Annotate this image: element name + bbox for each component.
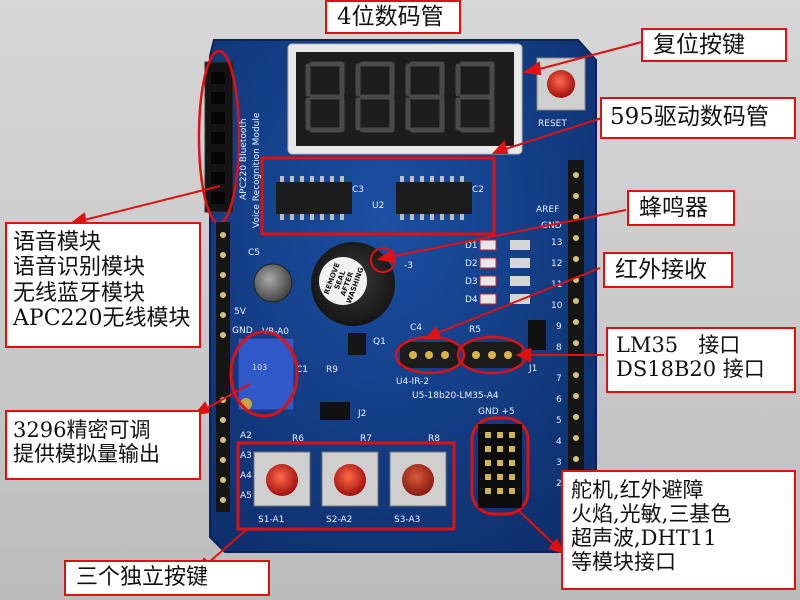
silk-r5: R5	[469, 325, 481, 335]
silk-p12: 12	[551, 259, 562, 269]
callout-display-title: 4位数码管	[325, 0, 461, 34]
callout-pot-line1: 3296精密可调	[13, 418, 151, 442]
silk-gnd: GND	[541, 221, 562, 231]
silk-s3: S3-A3	[394, 515, 420, 525]
silk-c3: C3	[352, 185, 364, 195]
silk-p8: 8	[556, 343, 562, 353]
pot-marking: 103	[252, 363, 267, 372]
callout-servo-line1: 舵机,红外避障	[571, 478, 704, 502]
silk-c5: C5	[248, 248, 260, 258]
reset-button-component	[536, 57, 586, 111]
silk-voice: Voice Recognition Module	[252, 112, 262, 228]
callout-servo: 舵机,红外避障 火焰,光敏,三基色 超声波,DHT11 等模块接口	[561, 470, 796, 590]
silk-r8: R8	[428, 434, 440, 444]
callout-ir: 红外接收	[603, 252, 733, 288]
callout-voice-line2: 语音识别模块	[13, 255, 146, 281]
transistor-q1	[348, 333, 366, 355]
jumper-j2	[320, 402, 350, 420]
callout-reset: 复位按键	[641, 28, 787, 62]
sensor-sockets	[400, 342, 521, 368]
right-pin-header	[568, 160, 584, 535]
callout-keys: 三个独立按键	[64, 560, 270, 596]
callout-pot: 3296精密可调 提供模拟量输出	[5, 410, 201, 480]
silk-j2: J2	[357, 409, 366, 419]
silk-q1: Q1	[373, 337, 386, 347]
callout-display-title-text: 4位数码管	[337, 4, 444, 30]
silk-p10: 10	[551, 301, 563, 311]
silk-d4: D4	[465, 295, 478, 305]
silk-a4: A4	[240, 471, 252, 481]
shift-register-chips	[260, 156, 496, 236]
silk-c4: C4	[410, 323, 422, 333]
callout-servo-line2: 火焰,光敏,三基色	[571, 502, 732, 527]
silk-r7: R7	[360, 434, 372, 444]
silk-a5: A5	[240, 491, 252, 501]
callout-sensor-port: LM35 接口 DS18B20 接口	[606, 327, 796, 393]
silk-a2: A2	[240, 431, 252, 441]
silk-d1: D1	[465, 241, 478, 251]
silk-r9: R9	[326, 365, 338, 375]
callout-shift595-text: 595驱动数码管	[610, 104, 769, 130]
voice-module-header	[197, 49, 241, 225]
silk-d3: D3	[465, 277, 478, 287]
silk-u5: U5-18b20-LM35-A4	[412, 391, 499, 401]
callout-shift595: 595驱动数码管	[600, 97, 796, 139]
push-buttons	[236, 441, 456, 531]
callout-servo-line3: 超声波,DHT11	[571, 526, 717, 551]
silk-p5: 5	[556, 416, 562, 426]
silk-s1: S1-A1	[258, 515, 284, 525]
callout-sensor-line1: LM35 接口	[616, 333, 741, 357]
silk-aref: AREF	[536, 205, 559, 215]
silk-p2: 2	[556, 479, 562, 489]
left-pin-header	[216, 222, 230, 512]
silk-s2: S2-A2	[326, 515, 352, 525]
silk-u2: U2	[372, 201, 384, 211]
callout-voice-line1: 语音模块	[13, 230, 102, 255]
callout-keys-text: 三个独立按键	[76, 565, 209, 590]
silk-gnd-left: GND	[232, 326, 253, 336]
silk-5v: 5V	[234, 307, 247, 317]
servo-pin-block	[470, 416, 530, 516]
silk-vr: VR-A0	[262, 327, 289, 337]
silk-p9: 9	[556, 322, 562, 332]
callout-buzzer-text: 蜂鸣器	[639, 195, 708, 221]
callout-pot-line2: 提供模拟量输出	[13, 442, 160, 467]
silk-p7: 7	[556, 374, 562, 384]
silk-p13: 13	[551, 238, 562, 248]
silk-d2: D2	[465, 259, 478, 269]
silk-reset: RESET	[538, 119, 567, 129]
highlight-buzzer	[370, 247, 396, 273]
jumper-j1	[528, 320, 546, 350]
silk-p4: 4	[556, 437, 562, 447]
callout-ir-text: 红外接收	[615, 257, 707, 283]
silk-bt: APC220 Bluetooth	[239, 118, 249, 200]
silk-a3: A3	[240, 451, 252, 461]
silk-gnd5: GND +5	[478, 407, 515, 417]
potentiometer-3296	[237, 337, 295, 411]
callout-sensor-line2: DS18B20 接口	[616, 357, 765, 382]
silk-label-3: -3	[404, 261, 413, 271]
silk-p6: 6	[556, 395, 562, 405]
capacitor-c5	[253, 263, 293, 303]
seven-segment-display	[287, 43, 523, 155]
buzzer-component	[311, 242, 395, 326]
silk-p3: 3	[556, 458, 562, 468]
callout-voice: 语音模块 语音识别模块 无线蓝牙模块 APC220无线模块	[5, 222, 201, 348]
silk-r6: R6	[292, 434, 304, 444]
silk-c2: C2	[472, 185, 484, 195]
silk-u4: U4-IR-2	[396, 377, 429, 387]
callout-servo-line4: 等模块接口	[571, 550, 676, 575]
callout-voice-line4: APC220无线模块	[13, 305, 191, 331]
silk-j1: J1	[528, 364, 537, 374]
silk-c1: C1	[296, 365, 308, 375]
callout-reset-text: 复位按键	[653, 32, 745, 58]
callout-buzzer: 蜂鸣器	[627, 190, 735, 226]
callout-voice-line3: 无线蓝牙模块	[13, 280, 146, 306]
highlight-pot	[229, 330, 299, 418]
